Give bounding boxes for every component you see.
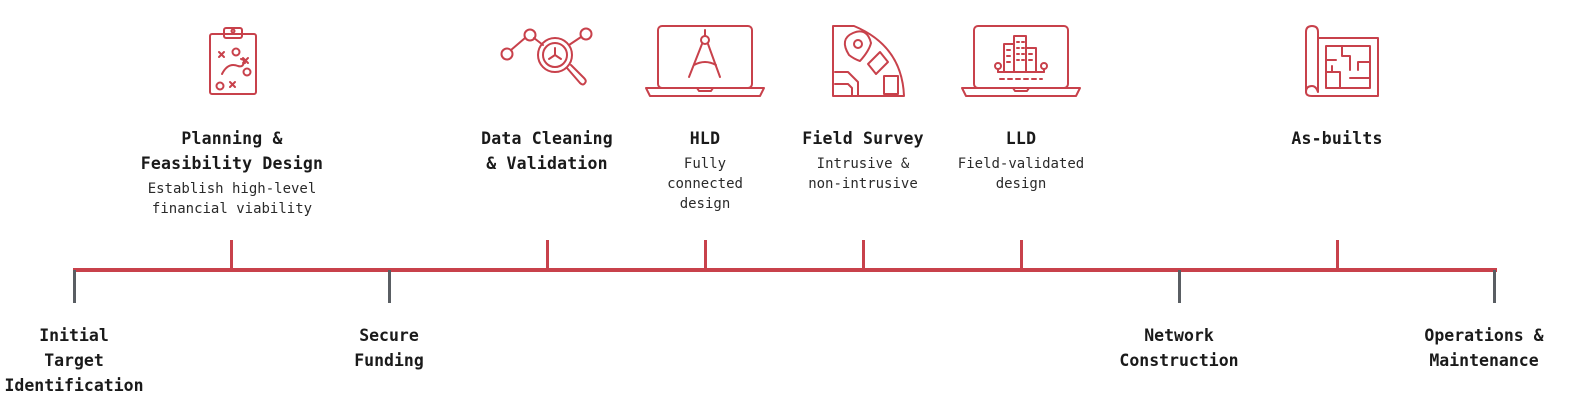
stage-title: Planning & Feasibility Design (140, 129, 324, 173)
milestone-tick (1493, 270, 1496, 303)
stage-lld: LLD Field-validated design (901, 22, 1141, 194)
milestone-tick (73, 270, 76, 303)
milestone-tick (388, 270, 391, 303)
stage-description: Fully connected design (667, 156, 743, 212)
map-pin-icon (743, 22, 983, 100)
stage-hld: HLD Fully connected design (585, 22, 825, 214)
stage-title: As-builts (1291, 129, 1383, 148)
laptop-city-icon (901, 22, 1141, 100)
stage-tick (1336, 240, 1339, 270)
blueprint-scroll-icon (1217, 22, 1457, 100)
timeline-axis (73, 268, 1497, 272)
milestone-initial-target: Initial Target Identification (4, 326, 144, 395)
stage-description: Field-validated design (957, 156, 1085, 192)
stage-description: Establish high-level financial viability (147, 181, 317, 217)
stage-tick (230, 240, 233, 270)
stage-data-cleaning: Data Cleaning & Validation (427, 22, 667, 179)
clipboard-strategy-icon (112, 22, 352, 100)
stage-description: Intrusive & non-intrusive (808, 156, 918, 192)
magnifier-network-icon (427, 22, 667, 100)
stage-tick (704, 240, 707, 270)
milestone-network-construction: Network Construction (1119, 326, 1239, 370)
milestone-tick (1178, 270, 1181, 303)
stage-title: Field Survey (802, 129, 924, 148)
stage-field-survey: Field Survey Intrusive & non-intrusive (743, 22, 983, 194)
stage-tick (546, 240, 549, 270)
stage-title: HLD (689, 129, 721, 148)
stage-title: Data Cleaning & Validation (481, 129, 613, 173)
stage-title: LLD (1005, 129, 1037, 148)
stage-planning: Planning & Feasibility Design Establish … (112, 22, 352, 219)
milestone-secure-funding: Secure Funding (354, 326, 424, 370)
stage-as-builts: As-builts (1217, 22, 1457, 154)
stage-tick (1020, 240, 1023, 270)
stage-tick (862, 240, 865, 270)
milestone-operations-maintenance: Operations & Maintenance (1424, 326, 1544, 370)
laptop-compass-icon (585, 22, 825, 100)
